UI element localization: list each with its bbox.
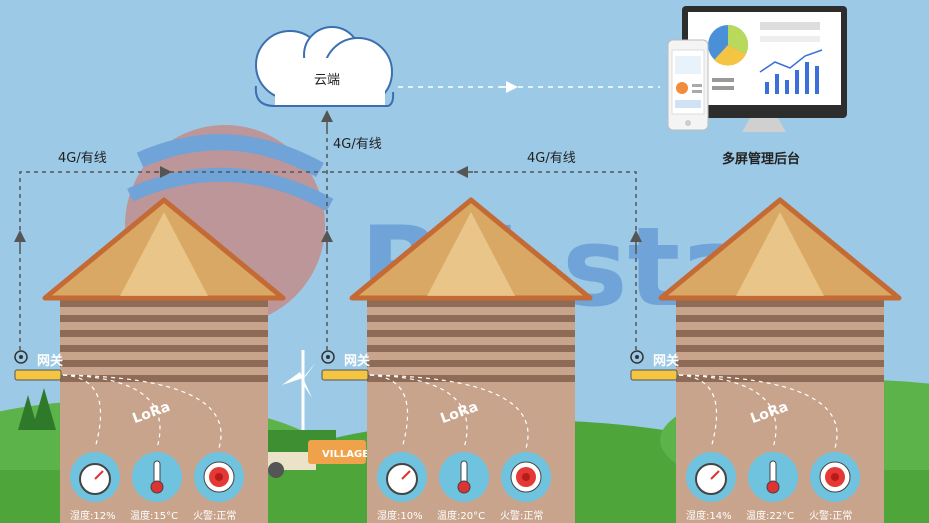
dashboard-label: 多屏管理后台 [722, 152, 801, 167]
temperature-reading-2: 温度:20°C [437, 511, 486, 522]
lora-link-1-1 [62, 374, 102, 449]
wall-stripe-1-3 [60, 330, 268, 337]
wall-stripe-3-5 [676, 360, 884, 367]
wall-stripe-3-1 [676, 300, 884, 307]
wall-stripe-1-1 [60, 300, 268, 307]
roof-highlight-1 [120, 212, 208, 296]
wall-stripe-2-6 [367, 375, 575, 382]
wall-stripe-2-1 [367, 300, 575, 307]
link-label-left: 4G/有线 [58, 151, 107, 166]
lora-link-1-3 [62, 374, 222, 449]
wall-stripe-1-2 [60, 315, 268, 322]
lora-link-2-2 [369, 374, 468, 449]
village-scene: VILLAGE [266, 350, 369, 478]
wall-stripe-3-2 [676, 315, 884, 322]
gateway-device-3 [630, 369, 678, 381]
wall-stripe-2-3 [367, 330, 575, 337]
lora-link-3-2 [678, 374, 777, 449]
cloud-icon [254, 26, 395, 107]
village-sign [308, 440, 366, 464]
wall-stripe-1-6 [60, 375, 268, 382]
lora-link-2-3 [369, 374, 529, 449]
lora-link-3-1 [678, 374, 718, 449]
wall-stripe-2-5 [367, 360, 575, 367]
humidity-reading-2: 湿度:10% [377, 511, 423, 522]
temperature-reading-3: 温度:22°C [746, 511, 795, 522]
lora-link-1-2 [62, 374, 161, 449]
lora-link-2-1 [369, 374, 409, 449]
house-1 [14, 197, 286, 523]
wall-stripe-2-2 [367, 315, 575, 322]
roof-highlight-3 [736, 212, 824, 296]
roof-highlight-2 [427, 212, 515, 296]
fire-status-1: 火警:正常 [193, 511, 237, 522]
link-label-center: 4G/有线 [333, 137, 382, 152]
wifi-icon-2 [321, 350, 335, 364]
gateway-label-3: 网关 [653, 354, 680, 369]
humidity-reading-3: 湿度:14% [686, 511, 732, 522]
house-3 [630, 197, 902, 523]
wall-stripe-1-4 [60, 345, 268, 352]
wall-stripe-1-5 [60, 360, 268, 367]
wall-stripe-2-4 [367, 345, 575, 352]
gateway-label-1: 网关 [37, 354, 64, 369]
humidity-reading-1: 湿度:12% [70, 511, 116, 522]
fire-status-3: 火警:正常 [809, 511, 853, 522]
link-label-right: 4G/有线 [527, 151, 576, 166]
cloud-label: 云端 [314, 73, 341, 88]
temperature-reading-1: 温度:15°C [130, 511, 179, 522]
lora-link-3-3 [678, 374, 838, 449]
houses [14, 197, 902, 523]
house-2 [321, 197, 593, 523]
wifi-icon-1 [14, 350, 28, 364]
wall-stripe-3-3 [676, 330, 884, 337]
wall-stripe-3-4 [676, 345, 884, 352]
fire-status-2: 火警:正常 [500, 511, 544, 522]
network-links [14, 110, 642, 350]
svg-text:VILLAGE: VILLAGE [322, 449, 369, 460]
gateway-label-2: 网关 [344, 354, 371, 369]
gateway-device-2 [321, 369, 369, 381]
wall-stripe-3-6 [676, 375, 884, 382]
wifi-icon-3 [630, 350, 644, 364]
dashboard-phone [667, 39, 734, 131]
gateway-device-1 [14, 369, 62, 381]
